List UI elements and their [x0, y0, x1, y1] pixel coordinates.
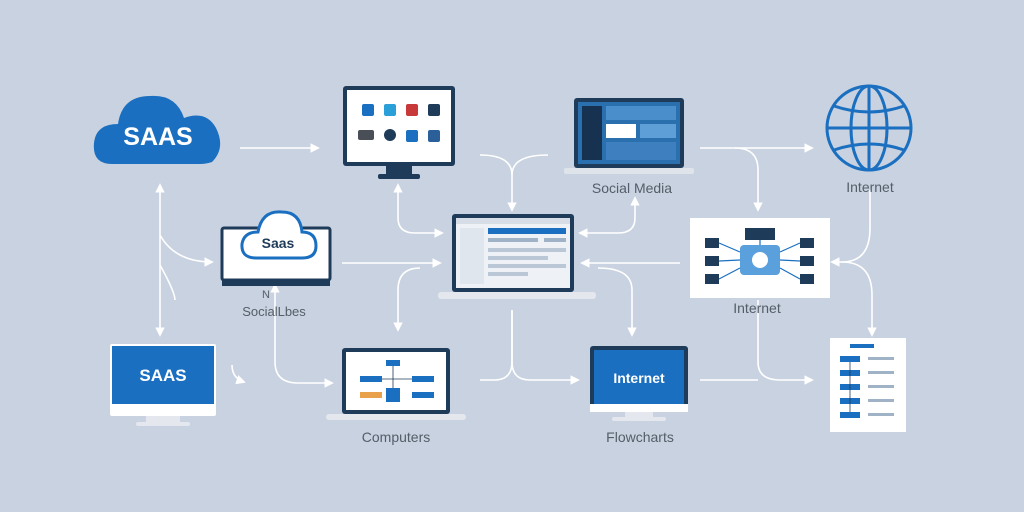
globe-icon [825, 84, 913, 172]
app-icon [428, 104, 440, 116]
social-media-laptop: Social Media [564, 98, 694, 196]
saas-monitor-label: SAAS [139, 366, 186, 385]
arrow-network-to-internet-area [757, 300, 814, 385]
saas-cloud-monitor-sublabel: N [262, 289, 270, 301]
arrow-cloud-monitor-to-computers [270, 283, 334, 388]
internet-globe-node: Internet [825, 84, 913, 195]
app-icon [384, 104, 396, 116]
network-board-node: Internet [690, 218, 830, 316]
arrow-branch-top-right [511, 154, 549, 176]
network-board-caption: Internet [733, 300, 781, 316]
social-icons-monitor [343, 86, 455, 179]
saas-monitor-node: SAAS [110, 344, 216, 426]
social-media-caption: Social Media [592, 180, 672, 196]
saas-cloud-monitor: Saas N SocialLbes [220, 210, 332, 319]
network-icon [705, 228, 814, 284]
computers-caption: Computers [362, 429, 430, 445]
internet-monitor-node: Internet Flowcharts [590, 346, 688, 445]
arrow-branch-top-center [479, 154, 517, 212]
laptop-base [438, 292, 596, 299]
app-icon [428, 130, 440, 142]
laptop-base [564, 168, 694, 174]
cloud-icon [93, 95, 221, 164]
saas-cloud-monitor-label: Saas [262, 235, 295, 251]
monitor-screen [594, 350, 684, 404]
laptop-base [326, 414, 466, 420]
flowchart-doc-node [830, 338, 906, 432]
flowcharts-caption: Flowcharts [606, 429, 674, 445]
arrow-center-to-internet-monitor [597, 267, 637, 337]
saas-cloud-label: SAAS [123, 123, 192, 151]
arrow-network-to-flowchart-doc [841, 261, 877, 337]
central-laptop [438, 214, 596, 299]
saas-cloud-node: SAAS [93, 95, 221, 164]
app-icon [384, 129, 396, 141]
arrow-center-to-social-media [578, 196, 640, 238]
app-icon [406, 130, 418, 142]
app-icon-grid [358, 104, 440, 142]
arrow-saas-monitor-hook [231, 364, 246, 385]
arrow-curve-to-cloud-monitor [159, 234, 214, 267]
cloud-icon [240, 210, 318, 260]
app-icon [406, 104, 418, 116]
app-icon [358, 130, 374, 140]
arrow-globe-to-network [830, 190, 871, 267]
arrow-curve-to-saas-monitor [159, 264, 176, 301]
arrow-social-monitor-to-center [393, 183, 444, 238]
connectors [155, 143, 877, 388]
monitor-screen [347, 90, 451, 162]
flowchart-icon [360, 360, 434, 402]
saas-cloud-monitor-caption: SocialLbes [242, 304, 306, 319]
arrow-branch-to-network [734, 147, 763, 212]
arrow-center-down-left [480, 310, 513, 381]
arrow-center-down-loop [511, 310, 580, 385]
app-icon [362, 104, 374, 116]
monitor-screen [112, 346, 214, 404]
internet-monitor-label: Internet [613, 370, 665, 386]
computers-laptop-node: Computers [326, 348, 466, 445]
arrow-left-down-center [393, 267, 421, 332]
internet-globe-caption: Internet [846, 179, 894, 195]
